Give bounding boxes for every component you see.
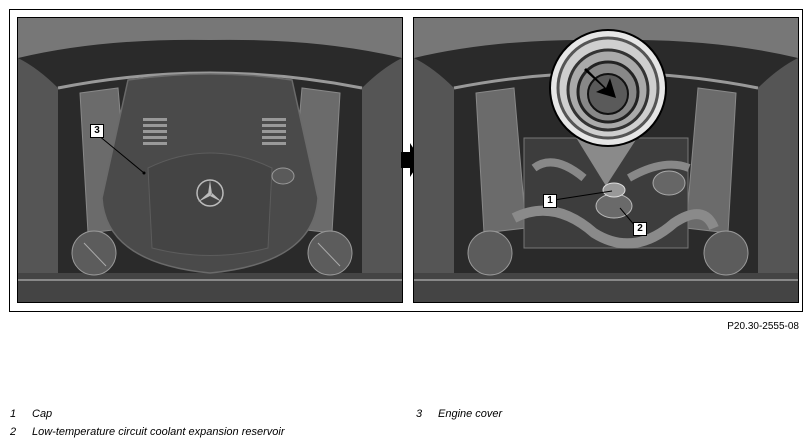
legend-label: Low-temperature circuit coolant expansio… xyxy=(32,426,285,438)
illustration-frame: 3 xyxy=(9,9,803,312)
legend-item-1: 1 Cap xyxy=(10,408,52,420)
engine-with-cover-illustration: 3 xyxy=(17,17,403,303)
engine-without-cover-illustration: 1 2 xyxy=(413,17,799,303)
legend-number: 1 xyxy=(10,408,17,420)
legend-item-2: 2 Low-temperature circuit coolant expansi… xyxy=(10,426,285,438)
three-pointed-star-icon xyxy=(196,179,224,207)
legend-number: 2 xyxy=(10,426,17,438)
image-code: P20.30-2555-08 xyxy=(727,321,799,332)
legend-number: 3 xyxy=(416,408,423,420)
callout-3: 3 xyxy=(90,124,104,138)
legend-item-3: 3 Engine cover xyxy=(416,408,502,420)
callout-1: 1 xyxy=(543,194,557,208)
arrow-right-icon xyxy=(401,143,421,182)
legend-label: Cap xyxy=(32,408,53,420)
callout-2: 2 xyxy=(633,222,647,236)
legend-label: Engine cover xyxy=(438,408,503,420)
